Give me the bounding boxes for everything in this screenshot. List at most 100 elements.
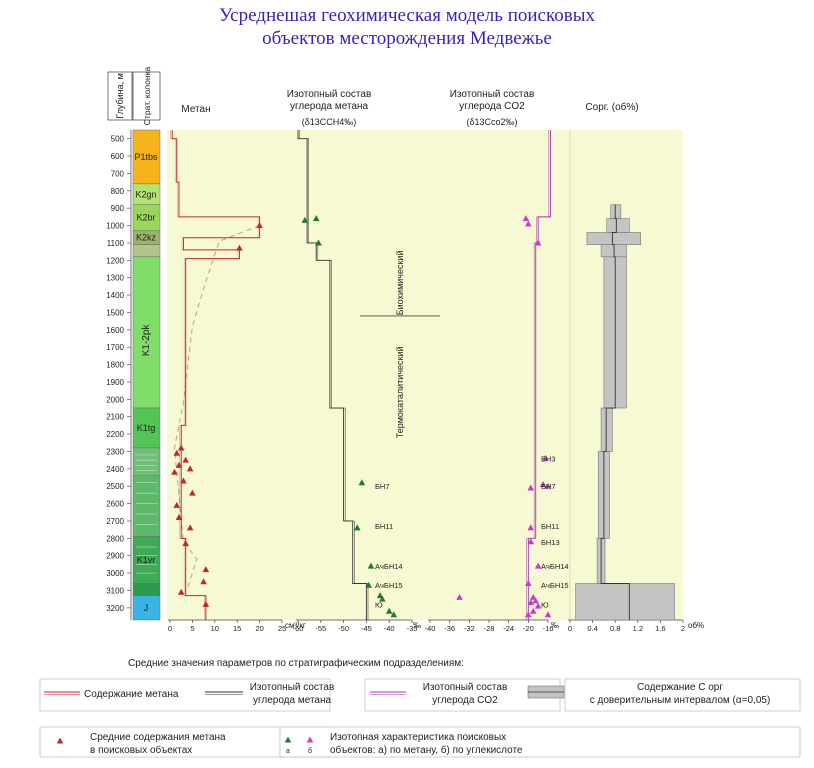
x-tick-label: 0 <box>168 624 172 633</box>
co2-object-label: БН3 <box>541 454 556 463</box>
depth-tick-label: 800 <box>111 187 125 196</box>
ch4-marker <box>376 592 384 599</box>
ch4-title-line: углерода метана <box>290 101 369 112</box>
co2-marker <box>525 611 532 618</box>
depth-tick-label: 2100 <box>106 413 124 422</box>
corg-confidence-band <box>575 583 675 621</box>
methane-marker <box>186 465 194 472</box>
depth-tick-label: 2300 <box>106 447 124 456</box>
methane-marker <box>200 578 207 585</box>
methane-marker <box>177 588 185 595</box>
methane-marker <box>186 524 194 531</box>
strat-unit-label: K1tg <box>137 423 156 433</box>
legend-label: Изотопный состав <box>423 682 508 693</box>
ch4-object-label: Ю <box>375 600 383 609</box>
legend-label: Изотопный состав <box>250 682 335 693</box>
co2-marker <box>542 454 549 461</box>
x-tick-label: -40 <box>425 624 436 633</box>
depth-tick-label: 1100 <box>107 239 125 248</box>
x-tick-label: -32 <box>464 624 475 633</box>
legend-label: Изотопная характеристика поисковых <box>330 732 506 743</box>
methane-avg-line-edge <box>170 130 259 620</box>
depth-tick-label: 1800 <box>106 361 124 370</box>
x-axis-unit: ‰ <box>551 621 559 630</box>
depth-tick-label: 900 <box>111 204 125 213</box>
co2-marker <box>525 220 532 227</box>
x-tick-label: -24 <box>503 624 514 633</box>
x-tick-label: 1.6 <box>655 624 665 633</box>
ch4-object-label: БН11 <box>375 522 393 531</box>
co2-object-label: АчБН15 <box>541 581 569 590</box>
methane-marker <box>173 501 181 508</box>
ch4-object-label: АчБН15 <box>375 581 403 590</box>
co2-marker <box>525 580 532 587</box>
legend-box <box>279 726 801 758</box>
ch4-marker <box>385 607 393 614</box>
co2-object-label: БН11 <box>541 522 559 531</box>
ch4-subtitle: (δ13CCH4‰) <box>302 117 357 127</box>
x-tick-label: -60 <box>293 624 304 633</box>
ch4-marker <box>315 239 322 246</box>
depth-axis-label: Глубина, м <box>115 73 125 119</box>
co2-marker <box>534 239 542 246</box>
x-axis-unit: см³/кг <box>285 621 306 630</box>
co2-marker <box>527 484 535 491</box>
strat-column: Страт. колонкаP1tbsK2gnK2brK2kzK1-2pkK1t… <box>132 67 161 621</box>
depth-tick-label: 600 <box>111 152 125 161</box>
x-tick-label: -36 <box>444 624 455 633</box>
co2-object-label: БН7 <box>541 482 556 491</box>
legend-sublabel: а <box>286 748 290 755</box>
ch4-marker <box>390 611 398 618</box>
x-tick-label: 10 <box>211 624 219 633</box>
legend: Средние значения параметров по стратигра… <box>39 657 801 758</box>
title-line-1: Усреднешая геохимическая модель поисковы… <box>219 5 595 26</box>
x-tick-label: 25 <box>278 624 286 633</box>
depth-tick-label: 1000 <box>106 222 124 231</box>
ch4-object-label: БН7 <box>375 482 390 491</box>
depth-tick-label: 2600 <box>106 500 124 509</box>
co2-marker <box>544 611 552 618</box>
depth-tick-label: 2200 <box>106 430 124 439</box>
co2-marker <box>527 599 535 606</box>
strat-unit-label: K2gn <box>135 189 156 199</box>
co2-marker <box>539 480 547 487</box>
co2-marker <box>534 562 542 569</box>
co2-subtitle: (δ13Cco2‰) <box>466 117 517 127</box>
co2-marker <box>532 597 540 604</box>
x-axis-unit: об% <box>688 621 704 630</box>
co2-marker <box>522 215 530 222</box>
co2-object-label: Ю <box>541 600 549 609</box>
legend-label: Содержание метана <box>84 689 179 700</box>
co2-title-line: углерода CO2 <box>459 101 525 112</box>
strat-unit-label: K2kz <box>136 233 157 243</box>
ch4-marker <box>353 524 361 531</box>
methane-marker <box>175 513 183 520</box>
zone-label-thermocatalytic: Термокаталитический <box>395 346 405 438</box>
zone-label-biochemical: Биохимический <box>395 251 405 316</box>
ch4-title-line: Изотопный состав <box>287 89 372 100</box>
strat-unit-label: K1vr <box>137 555 156 565</box>
ch4-avg-line <box>297 130 367 620</box>
ch4-marker <box>358 479 366 486</box>
x-tick-label: 0.8 <box>610 624 620 633</box>
x-tick-label: -40 <box>384 624 395 633</box>
strat-column-label: Страт. колонка <box>142 67 152 126</box>
corg-confidence-band <box>586 232 641 245</box>
strat-unit <box>132 536 161 584</box>
co2-marker <box>544 482 552 489</box>
strat-unit <box>132 407 161 449</box>
strat-unit <box>132 256 161 409</box>
depth-tick-label: 1600 <box>106 326 124 335</box>
methane-marker <box>182 540 189 547</box>
legend-swatch-methane-marker <box>56 737 64 744</box>
strat-unit <box>132 447 161 477</box>
x-tick-label: -35 <box>407 624 418 633</box>
x-tick-label: -16 <box>543 624 554 633</box>
depth-tick-label: 1200 <box>106 256 124 265</box>
ch4-marker <box>301 216 309 223</box>
depth-tick-label: 2900 <box>106 552 124 561</box>
depth-tick-label: 2500 <box>106 482 124 491</box>
